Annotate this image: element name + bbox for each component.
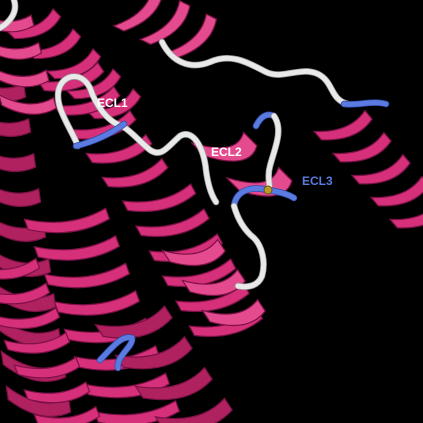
ecl1-blue-end [73, 121, 127, 149]
helix-4-turn [112, 0, 162, 32]
helix-7-turn [180, 268, 246, 297]
helix-12-turn [0, 69, 50, 88]
helix-12-turn [0, 41, 43, 60]
helix-8-turn [350, 153, 411, 185]
disulfide-marker [263, 185, 273, 195]
helix-3-turn [85, 133, 153, 164]
helix-4-turn [165, 13, 218, 59]
helix-10-turn [134, 366, 213, 401]
top-loop-blue-end [341, 100, 389, 107]
helix-12-turn [0, 94, 58, 115]
helix-1-turn [0, 152, 37, 173]
extracellular-loops [0, 0, 390, 372]
helix-5-turn [161, 258, 237, 288]
helix-8-turn [331, 131, 392, 163]
lower-loop [231, 203, 267, 290]
helix-11-turn [3, 331, 71, 354]
corner-loop [0, 0, 18, 31]
helix-6-turn [43, 262, 131, 289]
helix-10-turn [114, 335, 193, 370]
ecl3-label: ECL3 [302, 174, 333, 188]
helix-5-turn [134, 208, 210, 238]
helix-5-turn [188, 308, 264, 338]
helix-8-turn [312, 109, 373, 141]
helix-5-turn [121, 183, 197, 213]
helix-6-turn [23, 207, 111, 234]
ecl1-loop [55, 74, 219, 205]
helix-10-turn [154, 397, 233, 423]
helix-1-turn [0, 187, 42, 208]
helix-4-turn [138, 0, 191, 45]
ecl2-label: ECL2 [211, 145, 242, 159]
helix-11-turn [0, 282, 51, 305]
helix-11-turn [33, 405, 101, 423]
ecl1-label: ECL1 [97, 96, 128, 110]
helix-11-turn [0, 257, 41, 280]
helix-1-turn [0, 82, 27, 103]
helix-11-turn [13, 356, 81, 379]
helix-3-turn [101, 157, 169, 188]
helix-8-turn [388, 213, 423, 229]
helix-8-turn [369, 175, 423, 207]
helix-6-turn [33, 234, 121, 261]
helix-5-turn [174, 283, 250, 313]
helix-7-turn [200, 298, 266, 327]
helix-7-turn [160, 238, 226, 267]
helix-9-turn [190, 131, 258, 162]
helix-1-turn [0, 117, 32, 138]
bottom-blue-loop [97, 334, 135, 371]
top-loop [159, 39, 351, 107]
helix-11-turn [0, 306, 61, 330]
helix-11-turn [23, 381, 91, 404]
helix-6-turn [53, 289, 141, 316]
helix-12-turn [0, 14, 35, 33]
